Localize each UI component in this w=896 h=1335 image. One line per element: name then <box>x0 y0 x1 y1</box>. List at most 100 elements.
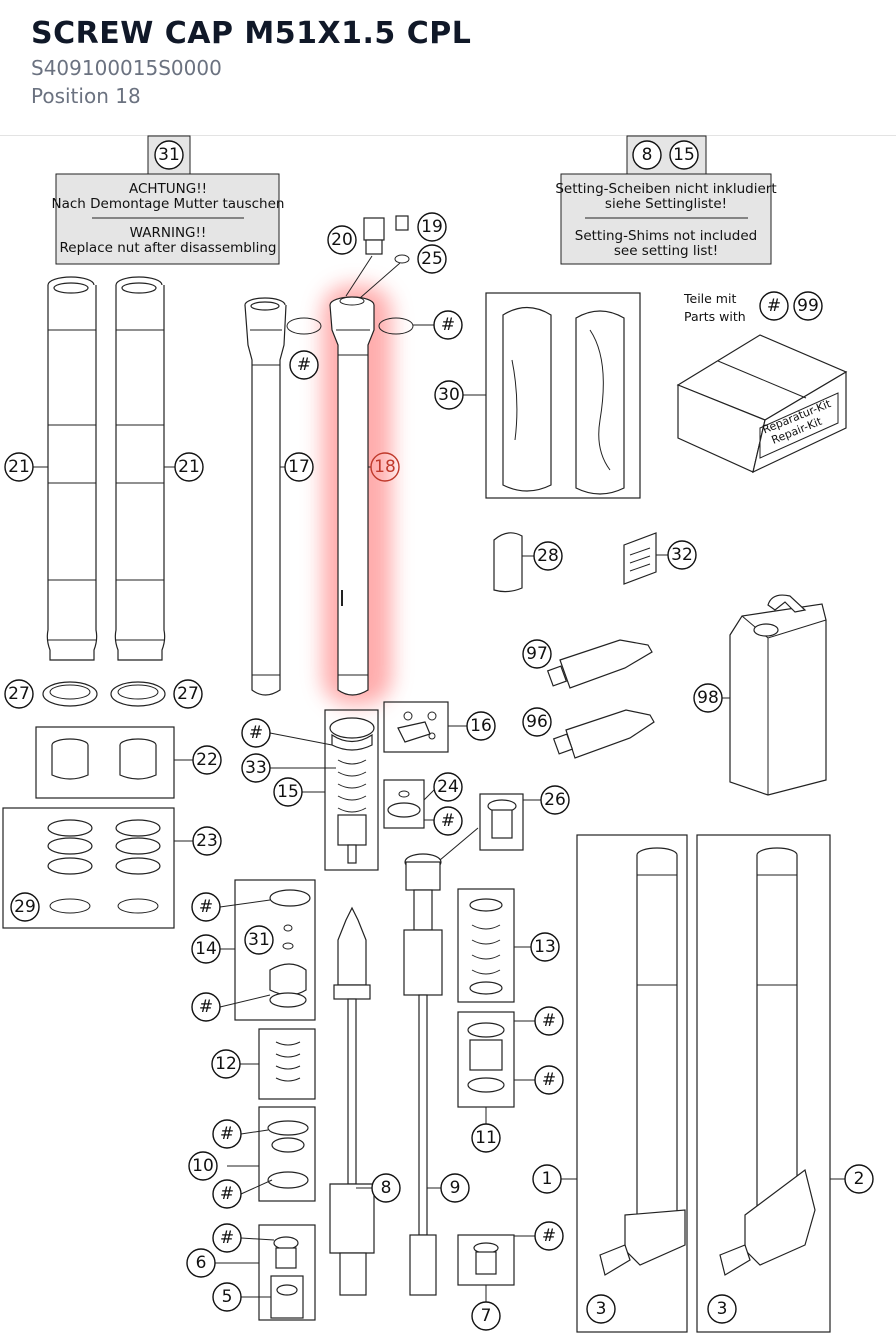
callout-hash-10-top: # <box>220 1124 234 1144</box>
page-header: SCREW CAP M51X1.5 CPL S409100015S0000 Po… <box>0 0 896 136</box>
outer-tube-right <box>114 276 166 661</box>
callout-16: 16 <box>470 716 492 736</box>
shims-de-line1: Setting-Scheiben nicht inkludiert <box>555 181 776 197</box>
damper-rod-8 <box>329 906 375 1296</box>
valve-10 <box>258 1106 316 1202</box>
callout-hash-17: # <box>297 355 311 375</box>
callout-6: 6 <box>196 1253 207 1273</box>
kit-99-tag: 99 <box>797 296 819 316</box>
hardware-16 <box>383 701 449 753</box>
nut-warning-note: 31 ACHTUNG!! Nach Demontage Mutter tausc… <box>52 135 285 265</box>
washer-24 <box>383 779 425 829</box>
callout-11: 11 <box>475 1128 497 1148</box>
note-en-line2: Replace nut after disassembling <box>60 240 277 256</box>
inner-cartridge-17 <box>244 297 322 696</box>
callout-hash-14-bottom: # <box>199 997 213 1017</box>
callout-hash-11-top: # <box>542 1011 556 1031</box>
callout-20: 20 <box>331 230 353 250</box>
shims-de-line2: siehe Settingliste! <box>605 196 727 212</box>
callout-21-right: 21 <box>178 457 200 477</box>
callout-hash-6: # <box>220 1228 234 1248</box>
callout-30: 30 <box>438 385 460 405</box>
callout-8-tag: 8 <box>642 145 653 165</box>
valve-11 <box>457 1011 515 1108</box>
kit-en-label: Parts with <box>684 309 746 324</box>
callout-hash-10-bottom: # <box>220 1184 234 1204</box>
valve-26 <box>479 793 524 851</box>
callout-25: 25 <box>421 249 443 269</box>
callout-10: 10 <box>192 1156 214 1176</box>
note-en-line1: WARNING!! <box>130 225 207 241</box>
repair-kit: Teile mit Parts with # 99 Reparatur-Kit … <box>676 291 848 474</box>
fork-leg-2 <box>696 834 831 1333</box>
shims-en-line2: see setting list! <box>614 243 718 259</box>
callout-7: 7 <box>481 1306 492 1326</box>
callout-hash-7: # <box>542 1226 556 1246</box>
callout-hash-14-top: # <box>199 897 213 917</box>
callout-17: 17 <box>288 457 310 477</box>
kit-de-label: Teile mit <box>683 291 736 306</box>
callout-28: 28 <box>537 546 559 566</box>
callout-96: 96 <box>526 712 548 732</box>
callout-markers: 21 21 17 18 20 19 25 # # 30 28 32 97 96 … <box>4 212 874 1331</box>
shims-en-line1: Setting-Shims not included <box>575 228 757 244</box>
note-de-line2: Nach Demontage Mutter tauschen <box>52 196 285 212</box>
callout-hash-11-bottom: # <box>542 1070 556 1090</box>
callout-12: 12 <box>215 1054 237 1074</box>
part-number: S409100015S0000 <box>31 56 222 80</box>
callout-98: 98 <box>697 688 719 708</box>
grease-tube-96 <box>552 709 655 759</box>
callout-32: 32 <box>671 545 693 565</box>
leader-lines <box>33 324 845 1302</box>
callout-29: 29 <box>14 897 36 917</box>
callout-27-right: 27 <box>177 684 199 704</box>
outer-tube-left <box>46 276 98 661</box>
callout-24: 24 <box>437 777 459 797</box>
valve-7 <box>457 1234 515 1286</box>
bushings-27 <box>42 681 166 707</box>
callout-18: 18 <box>374 457 396 477</box>
bushings-22 <box>35 726 175 799</box>
callout-5: 5 <box>222 1287 233 1307</box>
valve-14 <box>234 879 316 1021</box>
shims-note: 8 15 Setting-Scheiben nicht inkludiert s… <box>555 135 777 265</box>
callout-9: 9 <box>450 1178 461 1198</box>
parts-20-19-25 <box>345 215 410 299</box>
callout-15-tag: 15 <box>673 145 695 165</box>
callout-8: 8 <box>381 1178 392 1198</box>
decal-32 <box>623 532 657 585</box>
position-label: Position 18 <box>31 84 141 108</box>
callout-31-tag: 31 <box>158 145 180 165</box>
callout-hash-18: # <box>441 315 455 335</box>
spring-assembly-15 <box>324 709 379 871</box>
callout-23: 23 <box>196 831 218 851</box>
callout-26: 26 <box>544 790 566 810</box>
page-title: SCREW CAP M51X1.5 CPL <box>31 16 472 51</box>
callout-31: 31 <box>248 930 270 950</box>
kit-hash-tag: # <box>767 296 781 316</box>
spring-13 <box>457 888 515 1003</box>
note-de-line1: ACHTUNG!! <box>129 181 207 197</box>
callout-3-right: 3 <box>717 1299 728 1319</box>
grease-tube-97 <box>546 639 653 689</box>
callout-27-left: 27 <box>8 684 30 704</box>
spring-12 <box>258 1028 316 1100</box>
screw-cap-position-18 <box>329 296 414 696</box>
callout-97: 97 <box>526 644 548 664</box>
callout-hash-15: # <box>249 723 263 743</box>
seals-23 <box>2 807 175 929</box>
callout-21-left: 21 <box>8 457 30 477</box>
callout-14: 14 <box>195 939 217 959</box>
callout-33: 33 <box>245 758 267 778</box>
callout-3-left: 3 <box>596 1299 607 1319</box>
fork-leg-1 <box>576 834 688 1333</box>
callout-22: 22 <box>196 750 218 770</box>
callout-2: 2 <box>854 1169 865 1189</box>
callout-13: 13 <box>534 937 556 957</box>
callout-15: 15 <box>277 782 299 802</box>
callout-hash-24: # <box>441 811 455 831</box>
callout-1: 1 <box>542 1169 553 1189</box>
oil-can-98 <box>729 594 827 796</box>
decal-28 <box>493 532 523 593</box>
